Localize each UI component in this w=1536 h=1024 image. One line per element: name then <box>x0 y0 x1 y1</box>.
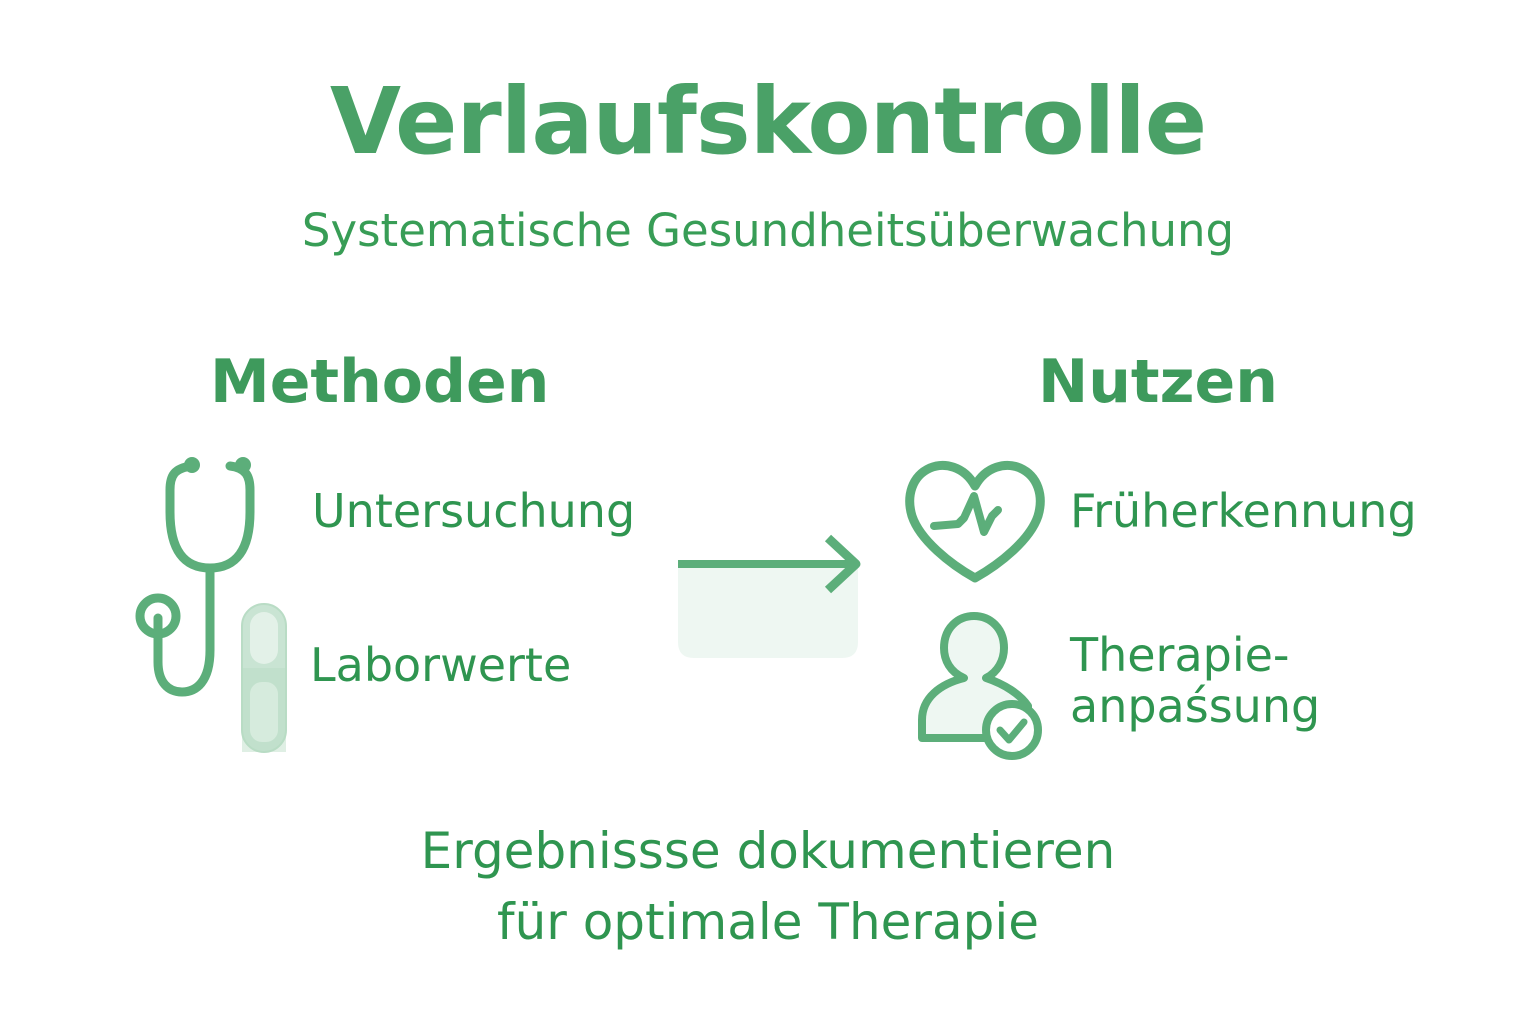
footer-line2: für optimale Therapie <box>496 893 1040 951</box>
arrow-right-icon <box>678 534 861 658</box>
page-subtitle: Systematische Gesundheitsüberwachung <box>301 204 1235 257</box>
benefit-label-therapieanpassung: Therapie- anpaśsung <box>1070 630 1320 731</box>
benefits-heading: Nutzen <box>1038 347 1278 417</box>
method-label-laborwerte: Laborwerte <box>310 638 572 692</box>
heart-pulse-icon <box>905 460 1045 583</box>
benefit-label-line1: Therapie- <box>1070 628 1290 682</box>
user-check-icon <box>918 612 1042 760</box>
method-label-untersuchung: Untersuchung <box>312 484 636 538</box>
stethoscope-icon <box>135 457 255 697</box>
footer-note: Ergebnissse dokumentieren für optimale T… <box>0 816 1536 958</box>
footer-line1: Ergebnissse dokumentieren <box>420 822 1116 880</box>
benefit-label-line2: anpaśsung <box>1070 678 1321 733</box>
benefit-label-frueherkennung: Früherkennung <box>1070 484 1417 538</box>
capsule-icon <box>241 603 287 753</box>
page-title: Verlaufskontrolle <box>329 68 1207 175</box>
methods-heading: Methoden <box>210 347 550 417</box>
